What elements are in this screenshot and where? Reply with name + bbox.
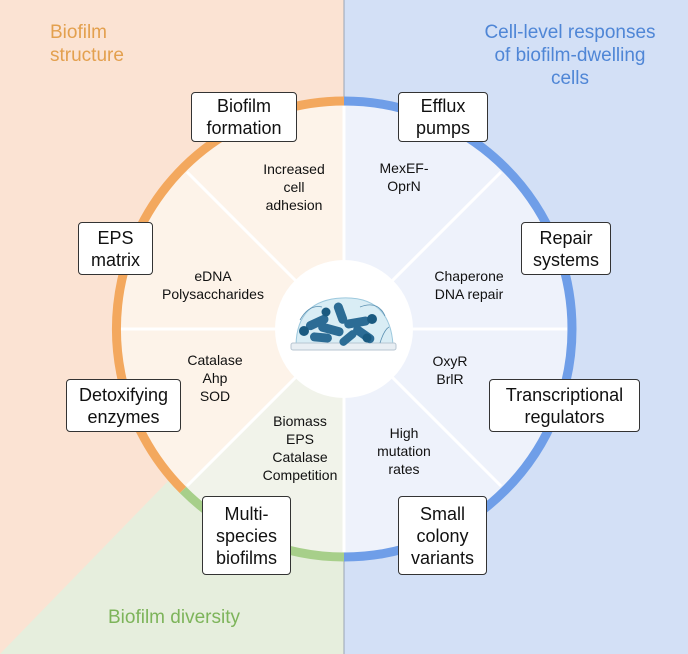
edna-polysaccharides-text: eDNA Polysaccharides — [162, 268, 264, 302]
biofilm-formation-box: Biofilm formation — [191, 92, 297, 142]
small-colony-variants-box: Small colony variants — [398, 496, 487, 575]
biomass-eps-catalase-competition-text: Biomass EPS Catalase Competition — [262, 413, 338, 483]
biofilm-structure-title: Biofilm structure — [50, 22, 124, 66]
mexef-oprn-text: MexEF- OprN — [379, 160, 429, 194]
chaperone-dna-repair-text: Chaperone DNA repair — [434, 268, 504, 302]
catalase-ahp-sod-text: Catalase Ahp SOD — [187, 352, 243, 404]
increased-cell-adhesion-text: Increased cell adhesion — [263, 161, 325, 213]
transcriptional-regulators-box: Transcriptional regulators — [489, 379, 640, 432]
eps-matrix-box: EPS matrix — [78, 222, 153, 275]
biofilm-diversity-title: Biofilm diversity — [108, 607, 240, 628]
multispecies-biofilms-box: Multi- species biofilms — [202, 496, 291, 575]
high-mutation-rates-text: High mutation rates — [377, 425, 431, 477]
oxyr-brlr-text: OxyR BrlR — [432, 353, 468, 387]
repair-systems-box: Repair systems — [521, 222, 611, 275]
efflux-pumps-box: Efflux pumps — [398, 92, 488, 142]
bacterial-biofilm-icon — [290, 297, 397, 351]
detoxifying-enzymes-box: Detoxifying enzymes — [66, 379, 181, 432]
cell-level-responses-title: Cell-level responses of biofilm-dwelling… — [484, 22, 656, 89]
